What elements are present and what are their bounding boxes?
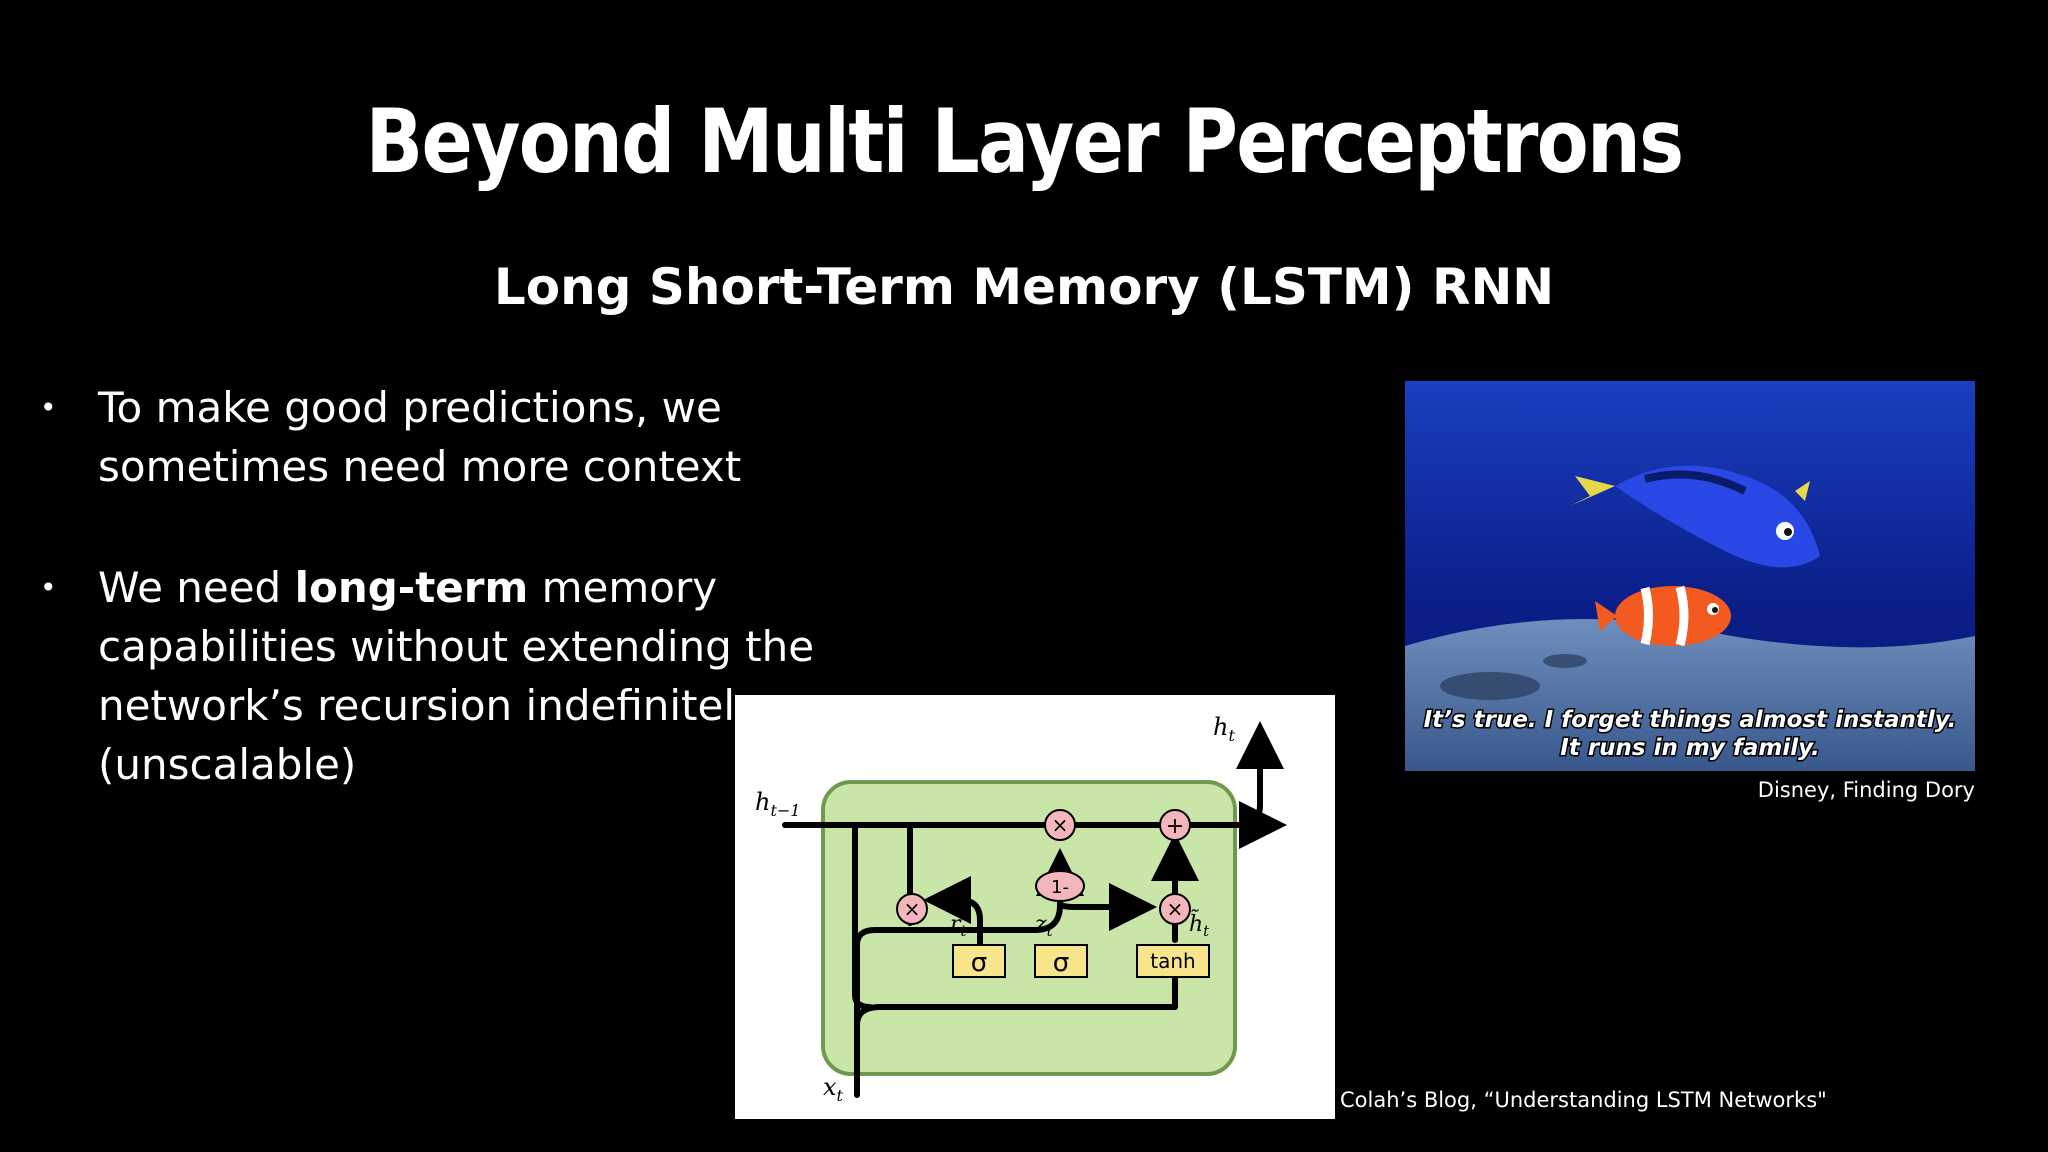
multiply-op-top-icon — [1044, 809, 1076, 841]
one-minus-op-icon — [1035, 870, 1085, 902]
dory-fish-icon — [1570, 465, 1820, 568]
multiply-op-h-icon — [1159, 893, 1191, 925]
bullet-item-long-term: • We need long-term memory capabilities … — [40, 558, 960, 794]
label-r: rt — [950, 912, 968, 940]
sigma-gate-r-label: σ — [971, 948, 987, 978]
bullet-text: We need long-term memory capabilities wi… — [98, 558, 960, 794]
bullet-item-context: • To make good predictions, we sometimes… — [40, 378, 960, 496]
sigma-gate-z-label: σ — [1053, 948, 1069, 978]
plus-op-icon — [1159, 809, 1191, 841]
multiply-op-r-label: × — [904, 897, 921, 921]
dory-subtitle-line1: It’s true. I forget things almost instan… — [1424, 707, 1957, 733]
multiply-op-top-label: × — [1052, 813, 1069, 837]
bullet-marker: • — [40, 571, 57, 604]
sigma-gate-z — [1034, 944, 1088, 978]
multiply-op-h-label: × — [1167, 897, 1184, 921]
bullet-text-suffix: memory capabilities without extending th… — [98, 563, 815, 789]
label-h-prev: ht−1 — [755, 788, 800, 820]
plus-op-label: + — [1166, 814, 1184, 839]
lstm-caption: Colah’s Blog, “Understanding LSTM Networ… — [1340, 1088, 1827, 1112]
bullet-text: To make good predictions, we sometimes n… — [98, 383, 742, 491]
one-minus-op-label: 1- — [1051, 877, 1069, 898]
bullet-marker: • — [40, 391, 57, 424]
slide-subtitle: Long Short-Term Memory (LSTM) RNN — [493, 258, 1555, 316]
lstm-diagram: σ σ tanh × × + 1- × ht−1 ht xt rt zt h̃t — [735, 695, 1335, 1119]
bullet-text-bold: long-term — [294, 563, 529, 612]
tanh-gate — [1136, 944, 1210, 978]
dory-caption: Disney, Finding Dory — [1757, 778, 1975, 802]
label-x: xt — [823, 1073, 844, 1105]
sigma-gate-r — [952, 944, 1006, 978]
bullet-list: • To make good predictions, we sometimes… — [40, 378, 960, 856]
slide-title: Beyond Multi Layer Perceptrons — [365, 90, 1685, 193]
marlin-fish-icon — [1595, 585, 1731, 647]
finding-dory-image: It’s true. I forget things almost instan… — [1405, 381, 1975, 771]
label-z: zt — [1034, 912, 1054, 940]
tanh-gate-label: tanh — [1150, 949, 1195, 973]
label-htilde: h̃t — [1189, 910, 1210, 940]
bullet-text-prefix: We need — [98, 563, 295, 612]
multiply-op-r-icon — [896, 893, 928, 925]
dory-subtitle-line2: It runs in my family. — [1560, 735, 1819, 761]
label-h-out: ht — [1213, 713, 1235, 745]
